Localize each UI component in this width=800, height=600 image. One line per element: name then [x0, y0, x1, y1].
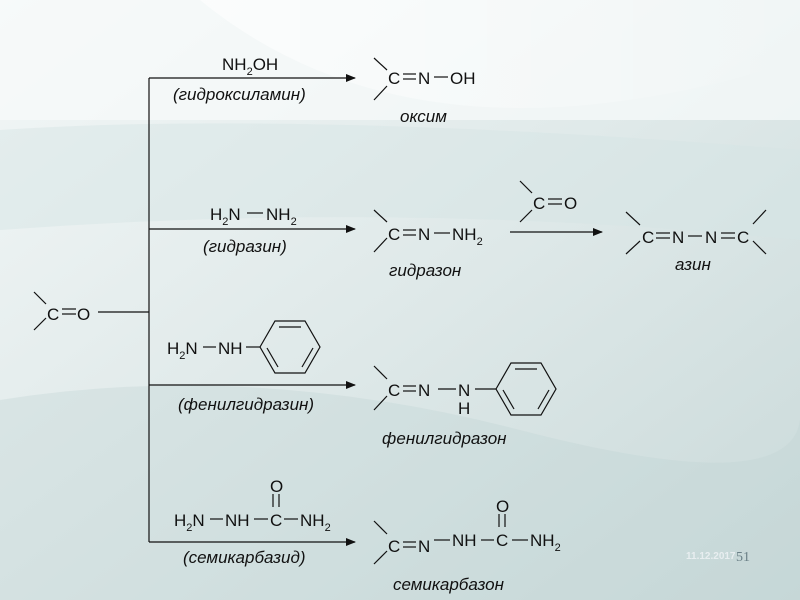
- azine-name: азин: [675, 255, 711, 274]
- hydrazone-carbon: C: [388, 225, 400, 244]
- reactant-carbon: C: [47, 305, 59, 324]
- hydroxylamine-name: (гидроксиламин): [173, 85, 306, 104]
- benzene-ring-product: [495, 362, 557, 416]
- phenylhydrazone-nitrogen-1: N: [418, 381, 430, 400]
- phenylhydrazone-nitrogen-2: N: [458, 381, 470, 400]
- oxime-hydroxyl: OH: [450, 69, 476, 88]
- oxime-nitrogen: N: [418, 69, 430, 88]
- hydrazone-name: гидразон: [389, 261, 462, 280]
- oxime-carbon: C: [388, 69, 400, 88]
- hydroxylamine-formula: NH2OH: [222, 55, 278, 78]
- semicarbazone-nitrogen: N: [418, 537, 430, 556]
- azine-reagent-carbon: C: [533, 194, 545, 213]
- hydrazine-nh2: NH2: [266, 205, 297, 228]
- reactant-carbonyl: C O: [33, 291, 90, 331]
- azine-reagent-oxygen: O: [564, 194, 577, 213]
- semicarbazone-oxygen: O: [496, 497, 509, 516]
- oxime-name: оксим: [400, 107, 447, 126]
- semicarbazide-nh2: NH2: [300, 511, 331, 534]
- slide-number: 51: [736, 550, 750, 565]
- azine-carbon-2: C: [737, 228, 749, 247]
- phenylhydrazine-name: (фенилгидразин): [178, 395, 314, 414]
- slide-date: 11.12.2017: [686, 551, 736, 562]
- semicarbazone-branch: H2N NH C O NH2 (семикарбазид) C N NH C O…: [149, 477, 561, 594]
- phenylhydrazone-branch: H2N NH (фенилгидразин) C N N H фенилгидр…: [149, 320, 557, 448]
- phenylhydrazine-formula: H2N: [167, 339, 198, 362]
- semicarbazide-nh: NH: [225, 511, 250, 530]
- semicarbazone-name: семикарбазон: [393, 575, 505, 594]
- hydrazone-nh2: NH2: [452, 225, 483, 248]
- semicarbazone-carbon: C: [388, 537, 400, 556]
- azine-nitrogen-2: N: [705, 228, 717, 247]
- reactant-oxygen: O: [77, 305, 90, 324]
- semicarbazone-carbonyl-carbon: C: [496, 531, 508, 550]
- oxime-branch: NH2OH (гидроксиламин) C N OH оксим: [149, 55, 476, 126]
- semicarbazide-h2n: H2N: [174, 511, 205, 534]
- hydrazone-branch: H2N NH2 (гидразин) C N NH2 гидразон: [149, 205, 483, 280]
- semicarbazone-nh2: NH2: [530, 531, 561, 554]
- azine-nitrogen-1: N: [672, 228, 684, 247]
- branch-lines: [98, 78, 150, 542]
- semicarbazide-name: (семикарбазид): [183, 548, 306, 567]
- azine-step: C O C N N C азин: [510, 180, 767, 274]
- semicarbazide-carbon: C: [270, 511, 282, 530]
- hydrazine-formula: H2N: [210, 205, 241, 228]
- benzene-ring-reagent: [259, 320, 321, 374]
- azine-carbon-1: C: [642, 228, 654, 247]
- semicarbazone-nh: NH: [452, 531, 477, 550]
- phenylhydrazone-hydrogen: H: [458, 399, 470, 418]
- hydrazine-name: (гидразин): [203, 237, 287, 256]
- phenylhydrazone-carbon: C: [388, 381, 400, 400]
- semicarbazide-oxygen: O: [270, 477, 283, 496]
- hydrazone-nitrogen: N: [418, 225, 430, 244]
- phenylhydrazine-nh: NH: [218, 339, 243, 358]
- phenylhydrazone-name: фенилгидразон: [382, 429, 507, 448]
